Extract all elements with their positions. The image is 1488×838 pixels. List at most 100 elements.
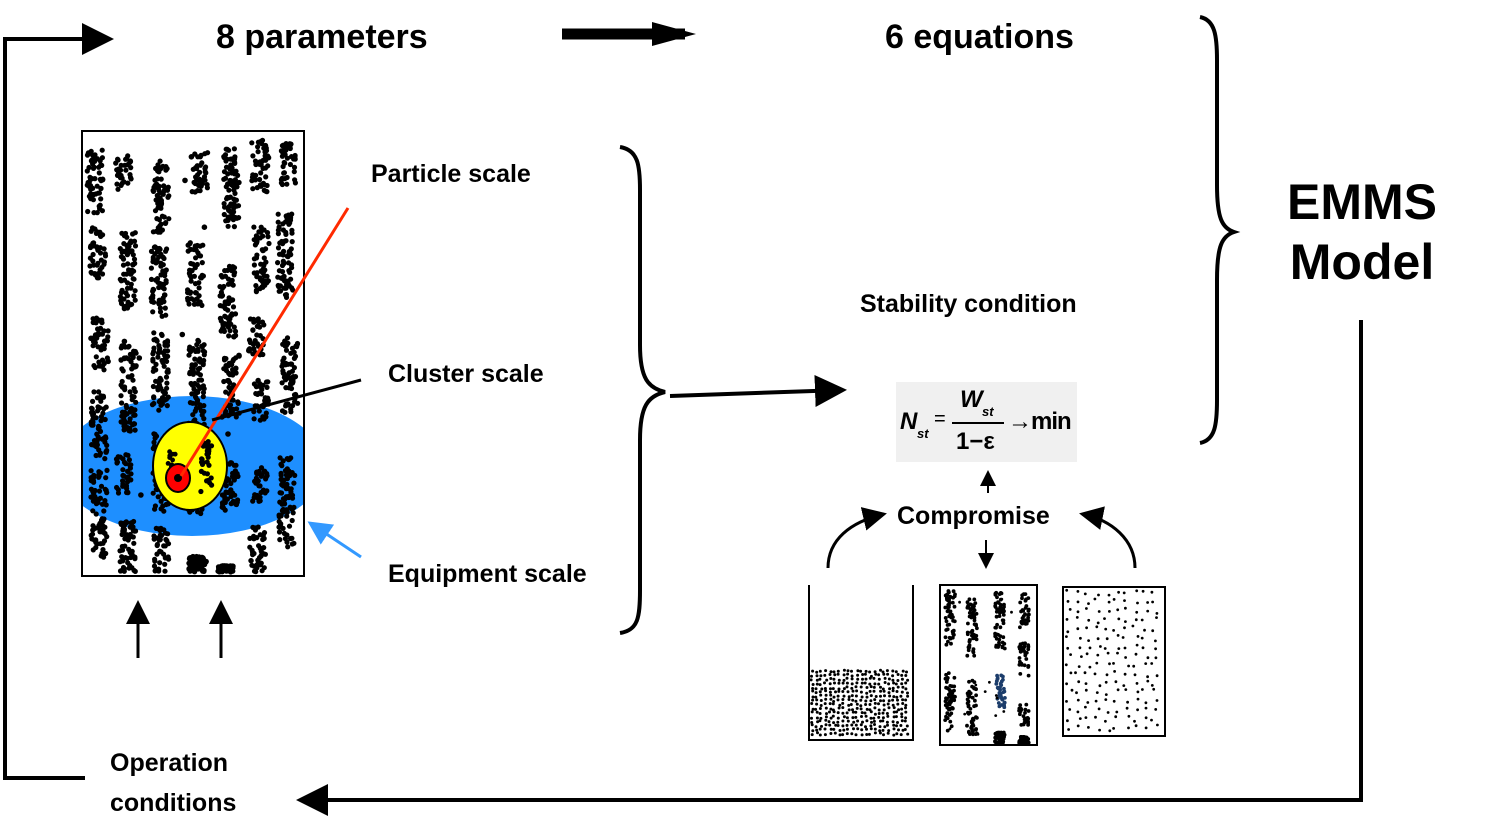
particle xyxy=(832,710,836,714)
particle xyxy=(164,403,170,409)
particle xyxy=(193,395,199,401)
particle xyxy=(894,682,898,686)
particle xyxy=(126,426,132,432)
particle xyxy=(856,669,860,673)
particle xyxy=(130,354,136,360)
particle xyxy=(154,541,160,548)
particle xyxy=(970,721,975,726)
particle xyxy=(202,169,208,175)
particle xyxy=(90,498,96,504)
particle xyxy=(124,280,131,286)
particle xyxy=(1155,699,1159,702)
particle xyxy=(823,681,826,685)
particle xyxy=(263,474,269,480)
particle xyxy=(123,355,129,361)
particle xyxy=(811,695,815,699)
particle xyxy=(819,716,823,720)
particle xyxy=(230,304,237,310)
cluster-scale-region xyxy=(152,421,228,511)
particle xyxy=(226,333,232,339)
particle xyxy=(233,414,239,420)
particle xyxy=(859,698,863,702)
particle xyxy=(1150,662,1154,665)
particle xyxy=(231,382,237,388)
particle xyxy=(1093,597,1097,601)
particle xyxy=(208,443,215,449)
particle xyxy=(193,405,199,411)
particle xyxy=(1122,591,1126,595)
particle xyxy=(904,687,908,691)
particle xyxy=(219,504,225,510)
particle xyxy=(264,189,270,195)
particle xyxy=(995,622,999,627)
particle xyxy=(1084,682,1088,685)
particle xyxy=(947,695,951,699)
particle-scale-label: Particle scale xyxy=(371,160,531,188)
particle xyxy=(97,405,103,411)
particle xyxy=(162,187,168,193)
particle xyxy=(179,331,186,338)
particle xyxy=(90,508,96,514)
particle xyxy=(163,312,169,318)
riser-outline xyxy=(81,130,305,577)
particle xyxy=(201,224,208,230)
particle xyxy=(193,390,199,396)
particle xyxy=(285,544,291,550)
particle xyxy=(278,513,284,519)
particle xyxy=(219,500,226,506)
particle xyxy=(284,481,290,487)
particle xyxy=(900,690,904,694)
particle xyxy=(895,695,899,699)
particle xyxy=(155,168,161,174)
particle xyxy=(192,265,198,271)
particle xyxy=(1000,640,1005,645)
particle xyxy=(151,365,157,371)
particle xyxy=(949,693,953,698)
particle xyxy=(204,471,210,477)
particle xyxy=(286,468,292,474)
equation-equals: = xyxy=(934,408,946,430)
particle xyxy=(1019,609,1023,614)
particle xyxy=(91,442,97,448)
particle xyxy=(895,690,899,693)
particle xyxy=(881,716,885,720)
particle xyxy=(1076,610,1080,614)
particle xyxy=(832,670,836,674)
particle xyxy=(199,461,206,467)
particle xyxy=(949,698,954,703)
particle xyxy=(1019,661,1024,666)
particle xyxy=(1003,696,1007,700)
particle xyxy=(965,600,970,605)
particle xyxy=(896,679,900,682)
particle xyxy=(824,689,828,693)
particle xyxy=(104,490,110,496)
particle xyxy=(236,179,242,186)
particle xyxy=(829,707,833,711)
particle xyxy=(829,687,832,691)
dense-regime-box xyxy=(808,585,914,741)
particle xyxy=(873,727,877,731)
particle xyxy=(1131,624,1135,628)
particle xyxy=(91,491,97,497)
particle xyxy=(288,455,294,461)
particle xyxy=(289,211,295,217)
particle xyxy=(282,343,288,349)
particle xyxy=(900,707,904,711)
particle xyxy=(850,732,854,736)
particle xyxy=(150,309,156,315)
particle xyxy=(165,194,171,200)
particle xyxy=(131,256,138,262)
particle xyxy=(255,377,261,383)
particle xyxy=(119,378,125,385)
particle xyxy=(868,703,872,706)
particle xyxy=(223,563,229,569)
particle xyxy=(96,522,102,528)
particle xyxy=(1106,651,1110,655)
particle xyxy=(949,711,954,716)
particle xyxy=(1018,625,1022,630)
particle xyxy=(869,685,873,689)
particle xyxy=(1095,661,1099,665)
particle xyxy=(860,728,864,732)
particle xyxy=(1117,647,1121,650)
particle xyxy=(950,706,955,710)
